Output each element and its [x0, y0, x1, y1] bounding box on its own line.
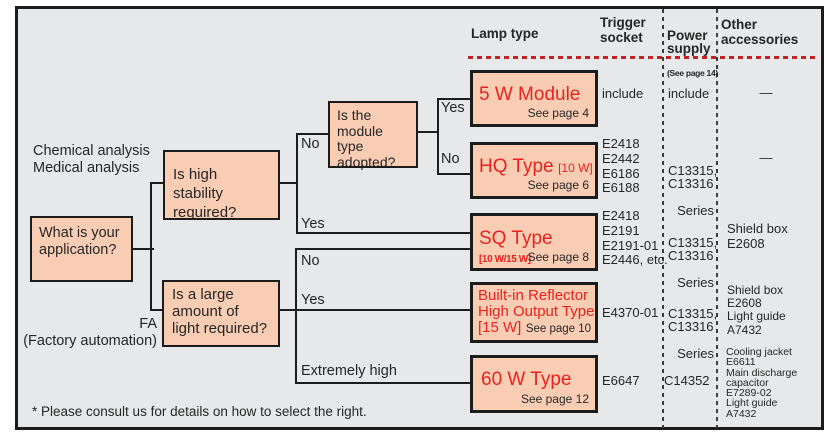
branch-label-module-yes: Yes [441, 100, 465, 116]
lamp-box-sq-type: SQ Type [10 W/15 W] See page 8 [470, 213, 598, 271]
flow-line [295, 382, 472, 384]
power-supply-value: C13315, C13316 Series [668, 222, 718, 303]
header-divider [468, 56, 817, 59]
question-box-application: What is your application? [30, 216, 133, 282]
lamp-name: HQ Type [479, 156, 554, 177]
lamp-name: Built-in Reflector High Output Type [478, 287, 595, 320]
lamp-wattage: [10 W/15 W] [479, 254, 531, 265]
flow-line [416, 131, 439, 133]
see-page-link: See page 4 [527, 106, 589, 120]
flow-line [437, 98, 439, 175]
power-supply-header-note: (See page 14) [667, 68, 718, 78]
branch-label-light-extremely-high: Extremely high [301, 363, 397, 379]
see-page-link: See page 8 [527, 250, 589, 264]
power-supply-value: include [668, 86, 710, 101]
flow-line [295, 248, 472, 250]
trigger-socket-value: E2418 E2442 E6186 E6188 [602, 136, 640, 196]
flow-line [280, 309, 297, 311]
question-box-module-type: Is the module type adopted? [328, 101, 418, 169]
lamp-name: 5 W Module [479, 84, 581, 105]
flow-line [150, 182, 163, 184]
lamp-name: 60 W Type [481, 369, 572, 390]
trigger-socket-value: include [602, 86, 644, 101]
flow-line [150, 182, 152, 311]
flow-line [295, 248, 297, 384]
power-supply-value: C13315, C13316 Series [668, 150, 718, 231]
power-supply-series: Series [677, 346, 714, 361]
application-label-factory-automation: FA (Factory automation) [23, 316, 157, 349]
power-supply-value: C14352 [664, 373, 710, 388]
lamp-wattage: [15 W] [478, 319, 522, 336]
see-page-link: See page 10 [525, 323, 592, 335]
column-header-trigger-socket: Trigger socket [600, 15, 646, 45]
flow-line [280, 182, 298, 184]
lamp-box-built-in-reflector: Built-in Reflector High Output Type [15 … [470, 282, 598, 343]
power-supply-series: Series [677, 275, 714, 290]
flow-line [437, 98, 473, 100]
trigger-socket-value: E2418 E2191 E2191-01 E2446, etc. [602, 208, 668, 268]
see-page-link: See page 12 [520, 392, 589, 406]
trigger-socket-value: E6647 [602, 373, 640, 388]
diagram-frame [15, 6, 824, 430]
flow-line [296, 133, 298, 234]
column-header-lamp-type: Lamp type [471, 26, 539, 41]
question-box-light-amount: Is a large amount of light required? [162, 280, 280, 347]
other-accessories-value: Shield box E2608 [727, 221, 788, 251]
see-page-link: See page 6 [527, 178, 589, 192]
other-accessories-value: Cooling jacket E6611 Main discharge capa… [726, 346, 798, 420]
flow-line [437, 173, 473, 175]
lamp-name: SQ Type [479, 228, 553, 249]
power-supply-models: C13315, C13316 [668, 162, 718, 191]
lamp-box-hq-type: HQ Type [10 W] See page 6 [470, 142, 598, 199]
flow-line [132, 248, 154, 250]
branch-label-stability-no: No [301, 136, 320, 152]
lamp-box-5w-module: 5 W Module See page 4 [470, 70, 598, 127]
other-accessories-value: — [759, 150, 773, 165]
column-divider [662, 9, 664, 428]
power-supply-models: C13315, C13316 [668, 305, 718, 334]
question-box-stability: Is high stability required? [163, 150, 280, 221]
branch-label-module-no: No [441, 151, 460, 167]
lamp-box-60w-type: 60 W Type See page 12 [470, 355, 598, 413]
flow-line [150, 309, 163, 311]
branch-label-stability-yes: Yes [301, 216, 325, 232]
flow-line [296, 133, 330, 135]
flow-line [295, 309, 472, 311]
other-accessories-value: Shield box E2608 Light guide A7432 [727, 283, 786, 337]
application-label-chemical-medical: Chemical analysis Medical analysis [33, 143, 150, 176]
footnote: * Please consult us for details on how t… [32, 404, 367, 419]
column-header-power-supply: Power supply (See page 14) [667, 15, 718, 92]
other-accessories-value: — [759, 85, 773, 100]
power-supply-series: Series [677, 203, 714, 218]
branch-label-light-no: No [301, 253, 320, 269]
trigger-socket-value: E4370-01 [602, 305, 659, 320]
column-header-other-accessories: Other accessories [721, 17, 799, 47]
flow-line [296, 232, 472, 234]
branch-label-light-yes: Yes [301, 292, 325, 308]
lamp-wattage: [10 W] [558, 161, 593, 175]
power-supply-models: C13315, C13316 [668, 234, 718, 263]
power-supply-header-text: Power supply [667, 27, 711, 56]
power-supply-value: C13315, C13316 Series [668, 293, 718, 374]
column-divider [716, 9, 718, 428]
